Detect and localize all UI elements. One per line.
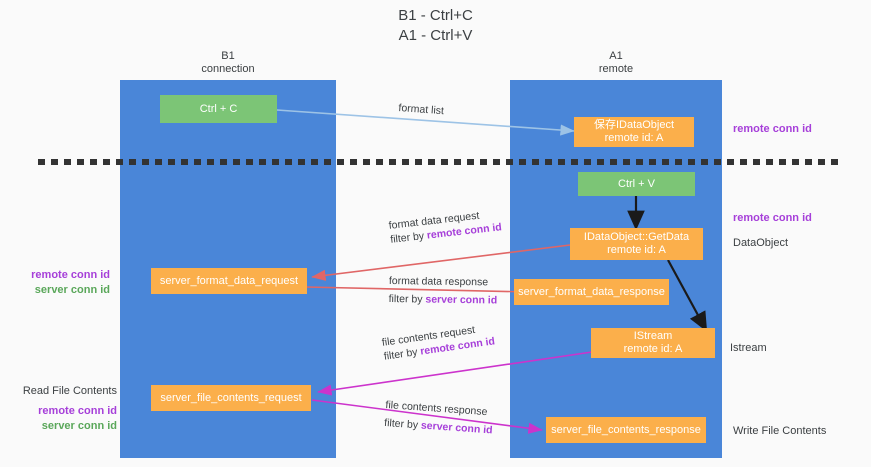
lane-header-b1: B1 connection xyxy=(201,50,255,75)
annotation-left-server-conn-id: server conn id xyxy=(34,284,110,296)
node-ctrl-c[interactable]: Ctrl + C xyxy=(160,95,277,123)
node-idataobject[interactable]: 保存IDataObject remote id: A xyxy=(574,117,694,147)
edge-label-filter-prefix-2: filter by xyxy=(388,292,426,306)
node-server-file-contents-response[interactable]: server_file_contents_response xyxy=(546,417,706,443)
edge-label-file-contents-request: file contents request filter by remote c… xyxy=(381,320,496,363)
edge-label-format-data-request: format data request filter by remote con… xyxy=(388,206,502,247)
annotation-read-file-contents: Read File Contents xyxy=(22,385,117,397)
edge-label-format-data-response-line1: format data response xyxy=(388,274,489,289)
edge-label-filter-prefix: filter by xyxy=(389,229,428,246)
edge-label-format-data-response-line2: filter by server conn id xyxy=(389,292,498,308)
annotation-write-file-contents: Write File Contents xyxy=(733,425,827,437)
edge-label-filter-prefix-4: filter by xyxy=(383,416,422,432)
annotation-istream: Istream xyxy=(730,342,767,354)
edge-label-file-contents-response: file contents response filter by server … xyxy=(384,398,495,437)
node-server-format-data-response[interactable]: server_format_data_response xyxy=(514,279,669,305)
node-server-format-data-request[interactable]: server_format_data_request xyxy=(151,268,307,294)
diagram-title: B1 - Ctrl+C A1 - Ctrl+V xyxy=(398,7,473,44)
annotation-dataobject: DataObject xyxy=(733,237,789,249)
edge-label-filter-prefix-3: filter by xyxy=(383,345,422,363)
edge-label-filter-value-4: server conn id xyxy=(420,419,493,437)
annotation-left-server-conn-id-2: server conn id xyxy=(41,420,117,432)
annotation-remote-conn-id-top: remote conn id xyxy=(733,123,812,135)
node-idataobject-getdata[interactable]: IDataObject::GetData remote id: A xyxy=(570,228,703,260)
annotation-remote-conn-id-mid: remote conn id xyxy=(733,212,812,224)
node-istream[interactable]: IStream remote id: A xyxy=(591,328,715,358)
edge-label-format-data-response: format data response filter by server co… xyxy=(389,274,498,308)
annotation-left-remote-conn-id: remote conn id xyxy=(31,269,110,281)
node-server-file-contents-request[interactable]: server_file_contents_request xyxy=(151,385,311,411)
node-ctrl-v[interactable]: Ctrl + V xyxy=(578,172,695,196)
edge-label-format-list: format list xyxy=(398,101,445,118)
annotation-left-remote-conn-id-2: remote conn id xyxy=(38,405,117,417)
edge-label-file-contents-response-line2: filter by server conn id xyxy=(384,416,493,438)
lane-header-a1: A1 remote xyxy=(598,50,634,75)
edge-label-filter-value-2: server conn id xyxy=(425,293,498,307)
